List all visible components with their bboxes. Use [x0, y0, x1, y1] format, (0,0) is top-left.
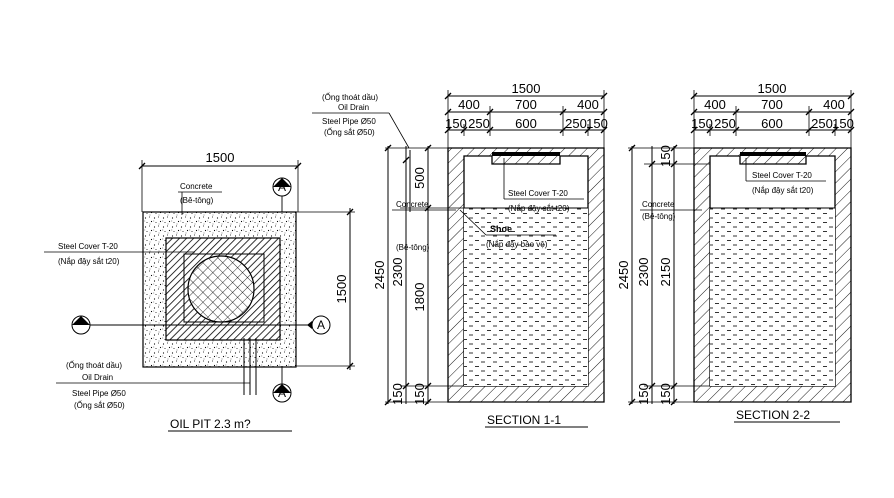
s2-dim-row3-3: 250 [811, 116, 833, 131]
plan-steel-cover-label: Steel Cover T-20 [58, 242, 118, 251]
s2-dim-row2-0: 400 [704, 97, 726, 112]
s2-title: SECTION 2-2 [736, 408, 810, 422]
s2-concrete-label: Concrete [642, 200, 675, 209]
s1-oil-fill [464, 208, 588, 386]
section-1-1: 1500 400 700 400 150 250 600 250 150 245… [372, 81, 608, 428]
s2-steel-cover-label-vi: (Nắp đậy sắt t20) [752, 186, 814, 195]
section-marker-label: A [278, 180, 286, 194]
plan-title: OIL PIT 2.3 m? [170, 417, 251, 431]
s1-dim-row3-1: 250 [468, 116, 490, 131]
plan-concrete-label-vi: (Bê-tông) [180, 196, 214, 205]
s1-vdim-outer: 2450 [372, 261, 387, 290]
s2-dim-row3-1: 250 [714, 116, 736, 131]
section-arrow-left [72, 316, 90, 325]
s1-vdim-bottom-0: 150 [390, 383, 405, 405]
s2-dim-total: 1500 [758, 81, 787, 96]
plan-pipe-label: Steel Pipe Ø50 [72, 389, 126, 398]
plan-concrete-label: Concrete [180, 182, 213, 191]
leader-line [388, 112, 410, 149]
s1-vdim-inner-0: 500 [412, 167, 427, 189]
section-arrow-top [273, 178, 291, 187]
s2-concrete-label-vi: (Bê-tông) [642, 212, 676, 221]
plan-height-dim: 1500 [334, 275, 349, 304]
top-pipe-label: Steel Pipe Ø50 [322, 117, 376, 126]
s2-vdim-mid: 2300 [636, 258, 651, 287]
dim-tick [346, 208, 354, 216]
plan-steel-cover-label-vi: (Nắp đậy sắt t20) [58, 257, 120, 266]
plan-width-dim: 1500 [206, 150, 235, 165]
s1-vdim-inner-1: 1800 [412, 283, 427, 312]
s1-dim-row3-0: 150 [445, 116, 467, 131]
plan-view: 1500 1500 A A A Concrete [44, 150, 355, 432]
drain-opening [187, 255, 255, 323]
s1-concrete-label-vi: (Bê-tông) [396, 243, 430, 252]
top-drain-label-vi: (Ống thoát dầu) [322, 92, 378, 102]
dim-ticks [690, 92, 855, 134]
plan-pipe-label-vi: (Ống sắt Ø50) [74, 400, 125, 410]
dim-tick [138, 162, 146, 170]
section-marker-label: A [317, 318, 325, 332]
s1-shoe-label-vi: (Nắp đậy bảo vệ) [486, 240, 548, 249]
s2-vdim-outer: 2450 [616, 261, 631, 290]
top-drain-label: Oil Drain [338, 103, 369, 112]
plan-drain-label-vi: (Ống thoát dầu) [66, 360, 122, 370]
s2-steel-cover [740, 152, 806, 156]
leader-line [459, 209, 487, 236]
s1-steel-cover-label: Steel Cover T-20 [508, 189, 568, 198]
dim-tick [294, 162, 302, 170]
s1-dim-row3-3: 250 [565, 116, 587, 131]
s2-dim-row2-1: 700 [761, 97, 783, 112]
s1-dim-total: 1500 [512, 81, 541, 96]
section1-top-notes: (Ống thoát dầu) Oil Drain Steel Pipe Ø50… [312, 92, 410, 149]
s2-oil-fill [710, 208, 835, 386]
section-marker-label: A [278, 386, 286, 400]
s2-dim-row3-2: 600 [761, 116, 783, 131]
s2-vdim-inner-0: 150 [658, 145, 673, 167]
s2-dim-row3-0: 150 [691, 116, 713, 131]
section-2-2: 1500 400 700 400 150 250 600 250 150 245… [616, 81, 855, 423]
s1-vdim-bottom-1: 150 [412, 383, 427, 405]
s1-dim-row3-2: 600 [515, 116, 537, 131]
s1-concrete-label: Concrete [396, 200, 429, 209]
section-arrow-bottom [273, 384, 291, 393]
s1-dim-row3-4: 150 [586, 116, 608, 131]
s1-dim-row2-2: 400 [577, 97, 599, 112]
s2-steel-cover-label: Steel Cover T-20 [752, 171, 812, 180]
s1-vdim-mid: 2300 [390, 258, 405, 287]
plan-drain-label: Oil Drain [82, 373, 113, 382]
section-arrow-right [307, 321, 312, 329]
dim-tick [346, 362, 354, 370]
s2-vdim-inner-1: 2150 [658, 258, 673, 287]
s1-title: SECTION 1-1 [487, 413, 561, 427]
dim-ticks [628, 144, 678, 406]
s2-vdim-inner-2: 150 [658, 383, 673, 405]
top-pipe-label-vi: (Ống sắt Ø50) [324, 127, 375, 137]
s1-steel-cover-label-vi: (Nắp đậy sắt t20) [508, 204, 570, 213]
s1-steel-cover [492, 152, 560, 156]
s2-dim-row3-4: 150 [832, 116, 854, 131]
s1-shoe-label: Shoe [490, 224, 512, 234]
dim-ticks [444, 92, 608, 134]
s2-dim-row2-2: 400 [823, 97, 845, 112]
s1-dim-row2-0: 400 [458, 97, 480, 112]
s1-dim-row2-1: 700 [515, 97, 537, 112]
s2-vdim-bottom: 150 [636, 383, 651, 405]
